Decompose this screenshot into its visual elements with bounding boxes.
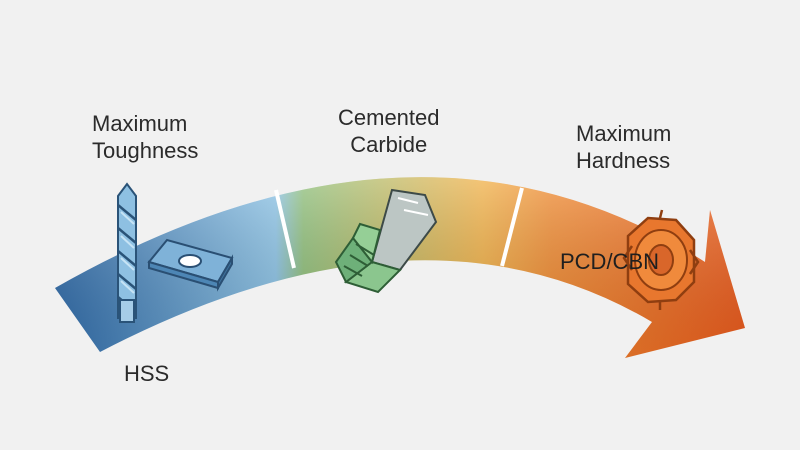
cutter-head-icon xyxy=(622,209,700,310)
divider-1 xyxy=(274,189,296,269)
maximum-hardness-label: Maximum Hardness xyxy=(576,121,672,173)
cutting-insert-icon xyxy=(147,238,234,292)
pcd-cbn-label: PCD/CBN xyxy=(560,249,660,274)
divider-2 xyxy=(500,187,524,267)
end-mill-icon xyxy=(334,188,438,294)
hss-label: HSS xyxy=(124,361,170,386)
gradient-arrow-shade xyxy=(55,177,745,358)
cemented-carbide-label: Cemented Carbide xyxy=(338,105,440,157)
drill-bit-icon xyxy=(117,182,137,323)
maximum-toughness-label: Maximum Toughness xyxy=(92,111,199,163)
